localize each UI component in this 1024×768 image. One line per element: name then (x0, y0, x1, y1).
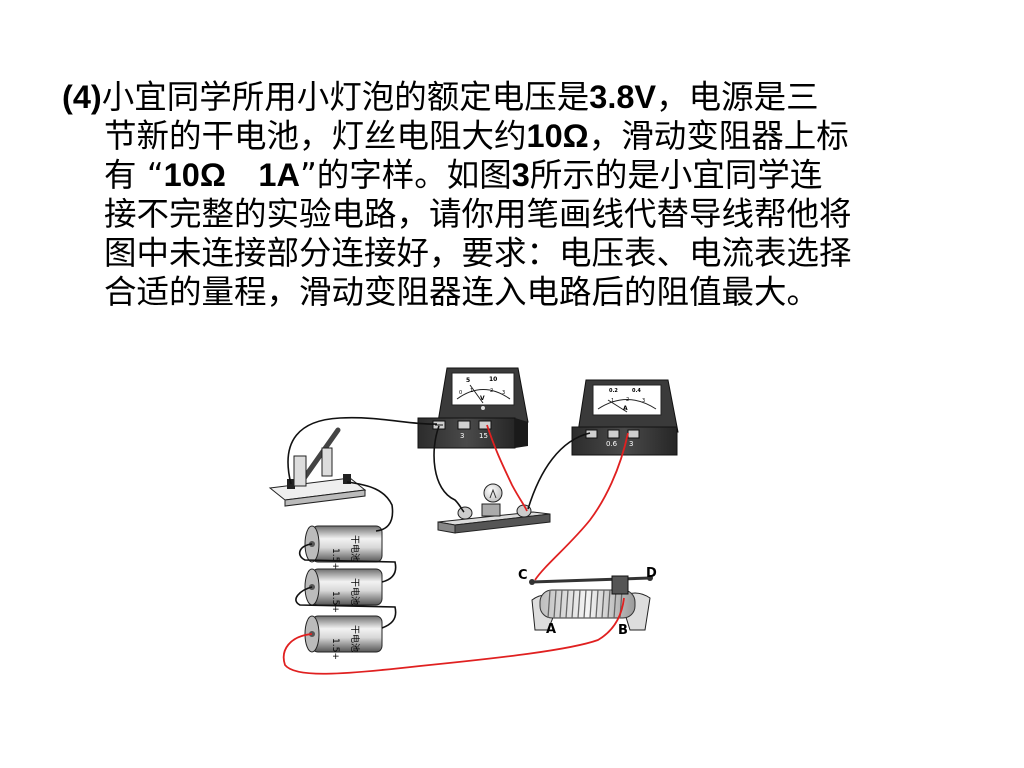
battery-cell: 1.5+ 干电池 (304, 525, 383, 570)
question-bold-run: 10Ω (526, 118, 589, 154)
question-text-run: 所示的是小宜同学连 (529, 156, 823, 194)
question-bold-run: 3 (511, 157, 530, 193)
rheostat-label-b: B (618, 623, 628, 638)
rheostat: C D A B (518, 566, 657, 638)
question-bold-run: (4) (62, 79, 102, 115)
voltmeter-symbol: V (480, 395, 485, 402)
question-text-run: 小宜同学所用小灯泡的额定电压是 (101, 78, 590, 116)
original-wires (287, 416, 591, 629)
drawn-wires (282, 424, 629, 675)
battery-label: 1.5+ (330, 591, 340, 613)
voltmeter-scale-10: 10 (489, 376, 497, 383)
ammeter-symbol: A (623, 405, 628, 412)
voltmeter-scale-3: 3 (502, 390, 505, 396)
question-line: 合适的量程，滑动变阻器连入电路后的阻值最大。 (62, 273, 972, 312)
rheostat-label-c: C (518, 568, 528, 583)
voltmeter-scale-5: 5 (466, 377, 470, 384)
rheostat-label-d: D (646, 566, 657, 581)
voltmeter-scale-2: 2 (490, 388, 493, 394)
question-line: 有 “10Ω 1A”的字样。如图3所示的是小宜同学连 (62, 156, 972, 195)
ammeter-terminal-0-6: 0.6 (606, 440, 618, 448)
voltmeter-terminal-3: 3 (460, 432, 464, 440)
question-bold-run: 3.8V (589, 79, 657, 115)
question-line: (4)小宜同学所用小灯泡的额定电压是3.8V，电源是三 (62, 78, 972, 117)
battery-brand: 干电池 (349, 578, 361, 605)
voltmeter: 5 10 0 1 2 3 V 3 15 (417, 367, 529, 449)
voltmeter-terminals (432, 420, 492, 430)
voltmeter-scale-1: 1 (470, 388, 473, 394)
question-text-run: ，滑动变阻器上标 (588, 117, 849, 155)
switch (268, 427, 367, 507)
voltmeter-scale-0: 0 (459, 390, 462, 396)
question-bold-run: 10Ω 1A (163, 157, 300, 193)
ammeter-scale-0-4: 0.4 (632, 388, 641, 394)
ammeter-scale-3: 3 (642, 398, 645, 404)
question-text-run: ”的字样。如图 (299, 156, 512, 194)
question-text-run: 接不完整的实验电路，请你用笔画线代替导线帮他将 (104, 195, 852, 233)
question-text-run: ，电源是三 (656, 78, 819, 116)
question-text-run: 有 “ (104, 156, 164, 194)
ammeter-scale-1: 1 (611, 398, 614, 404)
battery-brand: 干电池 (349, 625, 361, 652)
question-text-run: 图中未连接部分连接好，要求：电压表、电流表选择 (104, 234, 852, 272)
question-text: (4)小宜同学所用小灯泡的额定电压是3.8V，电源是三节新的干电池，灯丝电阻大约… (62, 78, 972, 312)
battery-cell: 1.5+ 干电池 (304, 568, 383, 613)
ammeter-terminal-3: 3 (629, 440, 633, 448)
ammeter-terminals (585, 429, 640, 439)
question-line: 图中未连接部分连接好，要求：电压表、电流表选择 (62, 234, 972, 273)
rheostat-label-a: A (546, 622, 556, 637)
question-line: 节新的干电池，灯丝电阻大约10Ω，滑动变阻器上标 (62, 117, 972, 156)
voltmeter-terminal-15: 15 (479, 432, 488, 440)
battery-label: 1.5+ (330, 638, 340, 660)
battery-pack: 1.5+ 干电池 1.5+ 干电池 1.5+ 干电池 (304, 525, 383, 660)
battery-label: 1.5+ (330, 548, 340, 570)
question-text-run: 节新的干电池，灯丝电阻大约 (104, 117, 527, 155)
question-line: 接不完整的实验电路，请你用笔画线代替导线帮他将 (62, 195, 972, 234)
ammeter-scale-2: 2 (626, 397, 629, 403)
ammeter-scale-0-2: 0.2 (609, 388, 618, 394)
question-text-run: 合适的量程，滑动变阻器连入电路后的阻值最大。 (104, 273, 820, 311)
lamp (437, 483, 551, 534)
battery-brand: 干电池 (349, 535, 361, 562)
battery-cell: 1.5+ 干电池 (304, 615, 383, 660)
